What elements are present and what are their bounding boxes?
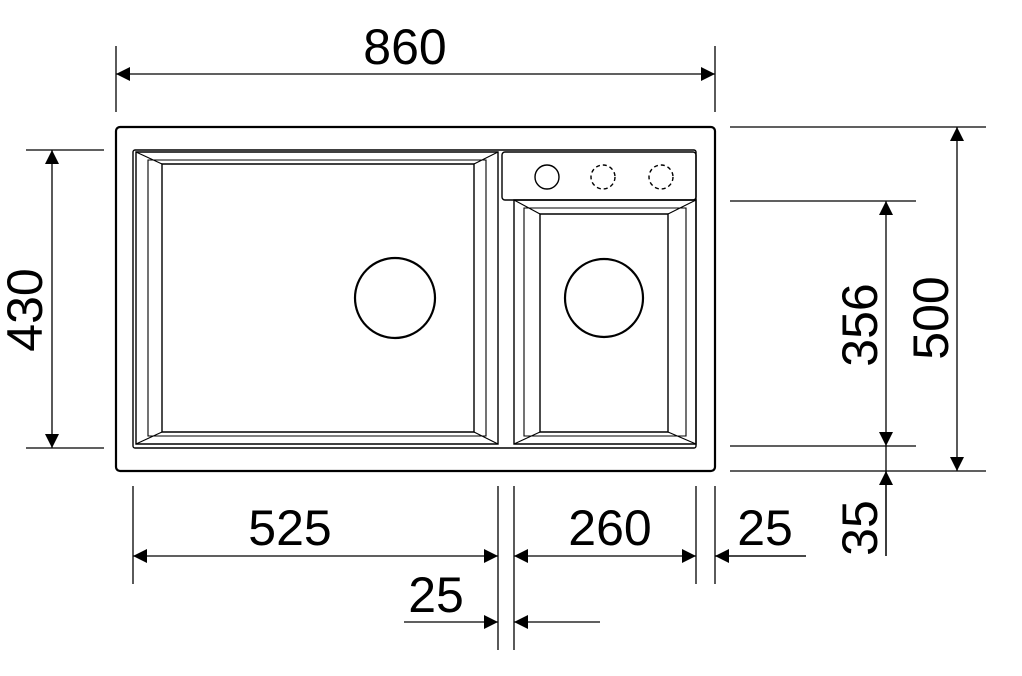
dim-bowl-depth-label: 430 [0, 268, 53, 351]
dim-total-width-label: 860 [363, 19, 446, 75]
small-drain-icon [563, 257, 645, 339]
dim-right-rim-label: 25 [737, 500, 793, 556]
sink-outer-edge [114, 125, 717, 473]
dim-main-bowl-width-label: 525 [248, 500, 331, 556]
tap-deck-panel [501, 151, 697, 201]
dim-total-width: 860 [115, 19, 716, 112]
tap-hole-icon [534, 164, 560, 190]
dim-bowl-depth: 430 [0, 149, 104, 449]
optional-hole-icon [590, 164, 616, 190]
sink-outline [114, 125, 717, 473]
tap-deck [501, 151, 697, 201]
dim-divider-width-label: 25 [408, 567, 464, 623]
optional-hole-icon [648, 164, 674, 190]
small-bowl [513, 199, 697, 445]
dim-front-offset-label: 35 [832, 500, 888, 556]
sink-inner-edge [132, 149, 697, 449]
dim-total-depth-label: 500 [903, 276, 959, 359]
dim-small-bowl-depth-label: 356 [832, 283, 888, 366]
main-drain-icon [353, 256, 437, 340]
dim-bottom: 525 260 25 25 [132, 486, 806, 650]
main-bowl [135, 151, 499, 445]
dim-small-bowl-width-label: 260 [568, 500, 651, 556]
dim-right-side: 500 356 35 [730, 126, 986, 556]
